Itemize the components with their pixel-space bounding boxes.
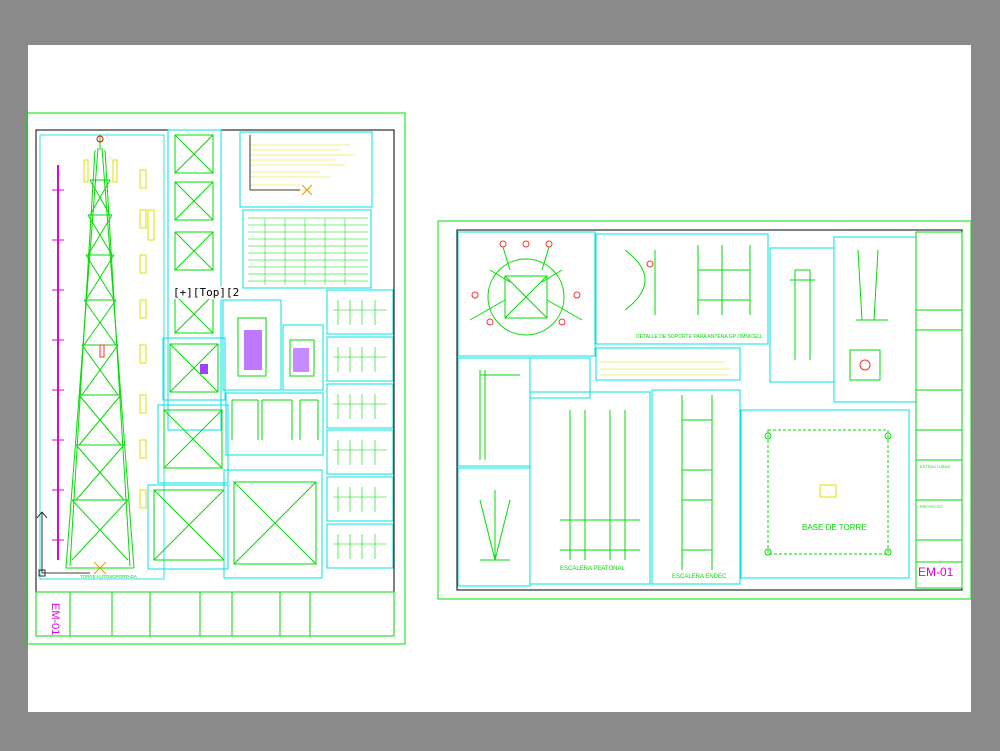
- support-detail: [595, 233, 769, 345]
- section-details: [147, 129, 323, 579]
- sheet-2: DETALLE DE SOPORTE PARA ANTENA GP OMNICE…: [437, 220, 972, 600]
- titleblock-label-proyecto: PROYECTO: [920, 504, 942, 509]
- ucs-icon: [41, 513, 90, 574]
- sheet1-code: EM-01: [49, 603, 61, 635]
- tower-base-plan: [740, 409, 910, 579]
- sheet1-border: [26, 112, 406, 645]
- ladder-details: [222, 299, 324, 456]
- connection-details: [326, 289, 394, 569]
- elevation-ticks: [52, 189, 64, 541]
- viewport-controls-label[interactable]: [+][Top][2: [172, 286, 241, 299]
- stair-left-title: ESCALERA PEATONAL: [560, 566, 625, 572]
- sheet-1: TORRE AUTOSOPORTADA: [26, 112, 406, 645]
- sheet2-code: EM-01: [918, 565, 954, 579]
- sheet2-notes: [595, 347, 741, 381]
- support-detail-title: DETALLE DE SOPORTE PARA ANTENA GP OMNICE…: [636, 334, 763, 340]
- base-title: BASE DE TORRE: [802, 523, 867, 532]
- titleblock-label-estructuras: ESTRUCTURAS: [920, 464, 950, 469]
- column-details: [769, 236, 917, 403]
- layout-paper: [28, 45, 971, 712]
- sheet2-titleblock: [915, 231, 963, 589]
- tower-elevation: [39, 134, 165, 580]
- sheet1-titleblock: [35, 591, 395, 637]
- sheet2-border: [437, 220, 972, 600]
- lower-details: [457, 357, 741, 587]
- stair-right-title: ESCALERA ENDEC: [672, 574, 727, 580]
- notes-table: [239, 131, 373, 289]
- elevation-labels: [139, 169, 155, 509]
- antenna-platform-plan: [457, 231, 596, 357]
- elevation-caption: TORRE AUTOSOPORTADA: [80, 574, 137, 579]
